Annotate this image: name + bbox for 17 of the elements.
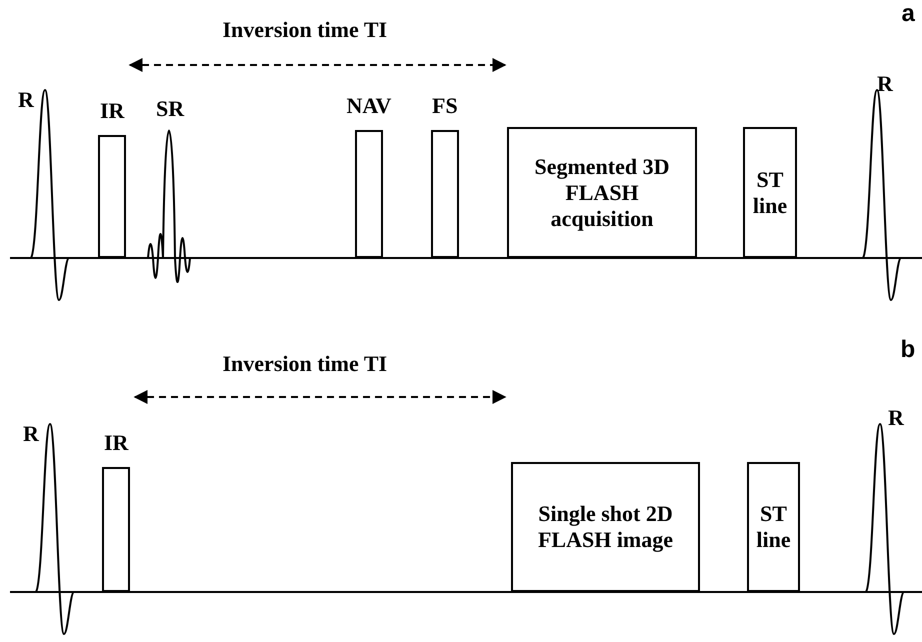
acquisition-block: Single shot 2D FLASH image: [511, 462, 700, 592]
pulse-label: IR: [104, 431, 128, 455]
dimension-label: Inversion time TI: [222, 18, 388, 42]
acquisition-block: ST line: [743, 127, 797, 258]
wave-label: R: [18, 88, 34, 112]
pulse-label: IR: [100, 99, 124, 123]
wave-label: R: [23, 422, 39, 446]
panel-letter: a: [902, 2, 915, 26]
panel-letter: b: [900, 338, 916, 362]
pulse-label: SR: [156, 97, 184, 121]
pulse-label: FS: [432, 94, 458, 118]
wave-label: R: [877, 72, 893, 96]
pulse-label: NAV: [346, 94, 392, 118]
acquisition-block: Segmented 3D FLASH acquisition: [507, 127, 697, 258]
acquisition-block: ST line: [747, 462, 800, 592]
wave-label: R: [888, 406, 904, 430]
dimension-label: Inversion time TI: [222, 352, 388, 376]
